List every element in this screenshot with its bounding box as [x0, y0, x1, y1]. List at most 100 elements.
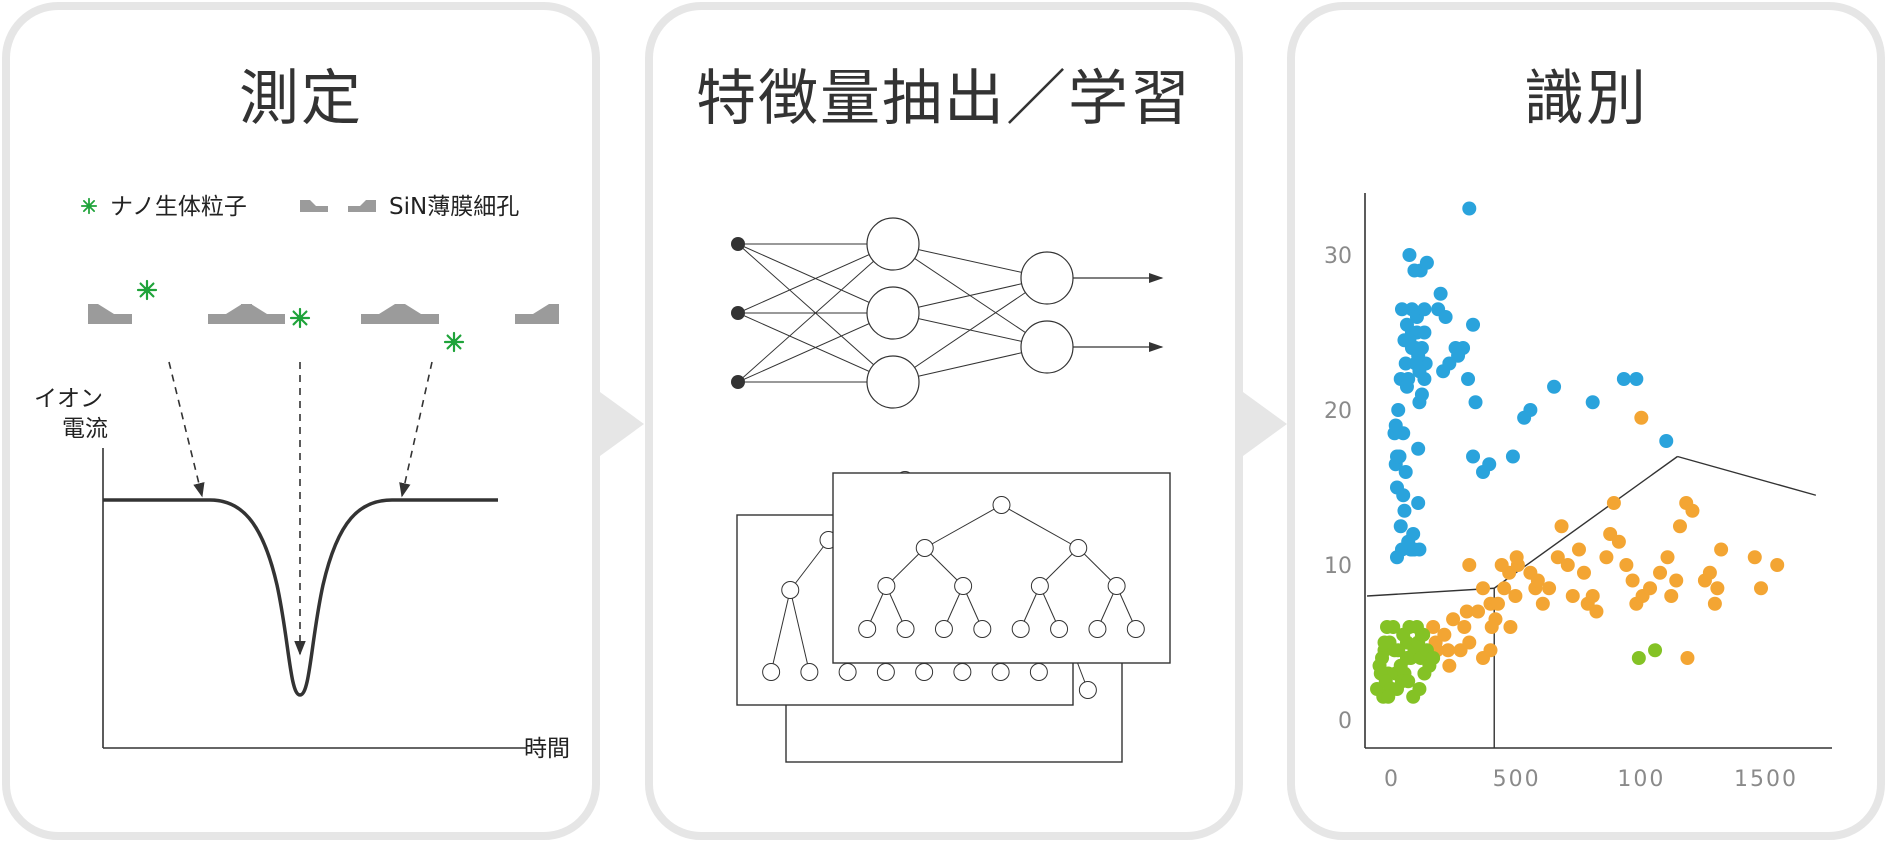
measurement-title: 測定 — [239, 64, 363, 134]
scatter-point-blue — [1398, 356, 1413, 371]
scatter-point-orange — [1669, 573, 1684, 588]
tree-edge — [1001, 504, 1079, 549]
tree-edge — [789, 539, 829, 591]
y-tick-label: 10 — [1324, 554, 1352, 579]
nn-edge — [737, 312, 894, 383]
scatter-point-blue — [1389, 449, 1404, 464]
scatter-point-blue — [1461, 372, 1476, 386]
scatter-point-orange — [1714, 542, 1729, 557]
scatter-point-orange — [1702, 565, 1717, 580]
scatter-point-orange — [1680, 651, 1695, 665]
tree-node — [1011, 620, 1030, 638]
scatter-point-orange — [1530, 573, 1545, 588]
tree-edge — [924, 504, 1002, 549]
tree-node — [915, 539, 934, 557]
scatter-point-blue — [1402, 248, 1417, 262]
scatter-point-blue — [1393, 519, 1408, 534]
measurement-panel: 測定 — [2, 2, 600, 840]
scatter-point-blue — [1406, 527, 1421, 541]
nn-hidden-node — [866, 355, 920, 409]
scatter-point-blue — [1436, 364, 1451, 379]
scatter-point-orange — [1572, 542, 1586, 557]
tree-edge — [924, 547, 964, 587]
scatter-point-blue — [1482, 457, 1497, 472]
scatter-point-orange — [1426, 620, 1441, 634]
tree-node — [1126, 620, 1145, 638]
tree-node — [858, 620, 877, 638]
scatter-point-blue — [1396, 488, 1411, 503]
scatter-point-blue — [1468, 395, 1483, 410]
scatter-point-blue — [1398, 465, 1413, 479]
scatter-point-orange — [1437, 627, 1452, 642]
scatter-point-green — [1381, 689, 1396, 704]
scatter-point-blue — [1466, 449, 1481, 464]
legend: ナノ生体粒子 SiN薄膜細孔 — [80, 194, 519, 220]
scatter-point-orange — [1554, 519, 1569, 534]
nn-input-node — [731, 306, 745, 320]
boundary-line — [1677, 455, 1817, 496]
scatter-point-blue — [1505, 449, 1520, 464]
scatter-point-blue — [1462, 201, 1477, 216]
scatter-point-orange — [1457, 620, 1472, 634]
scatter-point-orange — [1441, 643, 1456, 658]
scatter-point-orange — [1707, 596, 1722, 611]
tree-edge — [789, 589, 810, 673]
scatter-point-blue — [1659, 434, 1674, 448]
flow-arrow-1 — [600, 392, 644, 456]
membrane-left-icon — [300, 200, 328, 212]
scatter-point-blue — [1412, 542, 1427, 557]
nn-input-node — [731, 375, 745, 389]
scatter-point-blue — [1466, 317, 1481, 332]
scatter-point-blue — [1399, 317, 1414, 332]
scatter-point-orange — [1710, 581, 1725, 596]
scatter-point-orange — [1476, 581, 1491, 596]
scatter-point-orange — [1685, 503, 1700, 518]
scatter-point-orange — [1497, 581, 1512, 596]
tree-edge — [886, 547, 926, 587]
scatter-point-blue — [1629, 372, 1644, 386]
scatter-point-orange — [1442, 658, 1457, 673]
scatter-point-orange — [1476, 651, 1491, 665]
scatter-point-green — [1416, 627, 1431, 642]
scatter-point-orange — [1576, 565, 1591, 580]
tree-edge — [1077, 547, 1117, 587]
signal-xlabel: 時間 — [524, 736, 570, 762]
x-tick-label: 0 — [1384, 767, 1400, 792]
scatter-point-green — [1377, 635, 1392, 650]
signal-ylabel-1: イオン — [34, 386, 103, 412]
scatter-point-orange — [1446, 612, 1461, 627]
scatter-point-orange — [1611, 534, 1626, 549]
tree-node — [800, 663, 819, 681]
decision-trees — [736, 471, 1171, 763]
nn-input-node — [731, 237, 745, 251]
y-tick-label: 0 — [1338, 709, 1352, 734]
scatter-point-blue — [1391, 403, 1406, 417]
neural-network — [731, 217, 1164, 409]
tree-node — [877, 577, 896, 595]
scatter-point-orange — [1754, 581, 1769, 596]
scatter-point-orange — [1462, 635, 1477, 650]
scatter-point-green — [1375, 651, 1390, 665]
data-points — [1370, 201, 1785, 704]
scatter-point-orange — [1619, 558, 1634, 572]
x-tick-label: 500 — [1493, 767, 1541, 792]
legend-particle-label: ナノ生体粒子 — [110, 194, 247, 220]
tree-node — [762, 663, 781, 681]
scatter-point-orange — [1672, 519, 1687, 534]
y-tick-label: 30 — [1324, 244, 1352, 269]
scatter-point-blue — [1419, 255, 1434, 270]
scatter-point-orange — [1494, 558, 1509, 572]
tree-edge — [770, 589, 791, 673]
tree-node — [1078, 681, 1097, 699]
tree-node — [1107, 577, 1126, 595]
scatter-point-orange — [1606, 496, 1621, 510]
scatter-point-orange — [1550, 550, 1565, 565]
scatter-point-orange — [1471, 604, 1486, 619]
scatter-point-green — [1412, 682, 1427, 696]
tree-node — [896, 620, 915, 638]
nn-output-node — [1020, 251, 1074, 305]
scatter-point-orange — [1542, 581, 1557, 596]
scatter-point-orange — [1770, 558, 1785, 572]
